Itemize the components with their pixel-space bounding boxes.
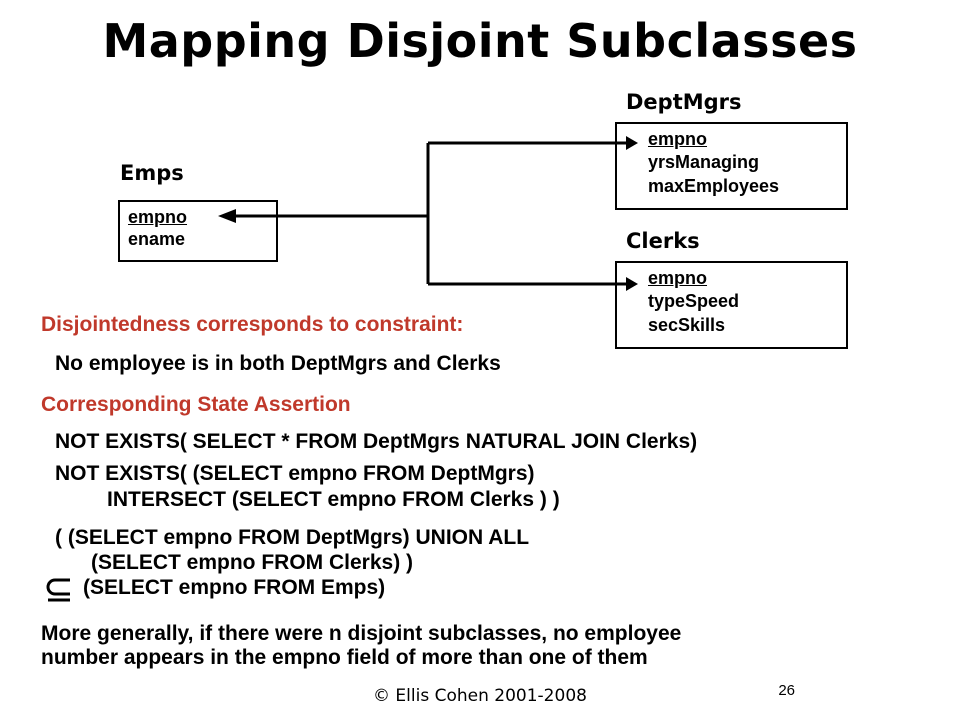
- emps-label: Emps: [120, 161, 184, 185]
- general-line-2: number appears in the empno field of mor…: [41, 646, 648, 669]
- clerks-pointer-icon: [626, 277, 638, 291]
- assertion-line-3c: (SELECT empno FROM Emps): [83, 576, 386, 599]
- clerks-label: Clerks: [626, 229, 700, 253]
- clerks-attr-secskills: secSkills: [648, 315, 726, 335]
- page-number: 26: [778, 682, 795, 699]
- assertion-line-2b: INTERSECT (SELECT empno FROM Clerks ) ): [107, 488, 560, 511]
- deptmgrs-attr-maxemployees: maxEmployees: [648, 176, 780, 196]
- constraint-statement: No employee is in both DeptMgrs and Cler…: [55, 352, 501, 375]
- constraint-heading: Disjointedness corresponds to constraint…: [41, 313, 464, 336]
- clerks-attr-typespeed: typeSpeed: [648, 291, 740, 311]
- deptmgrs-pointer-icon: [626, 136, 638, 150]
- deptmgrs-label: DeptMgrs: [626, 90, 742, 114]
- general-line-1: More generally, if there were n disjoint…: [41, 622, 682, 645]
- clerks-attr-empno: empno: [648, 268, 708, 288]
- deptmgrs-attr-yrsmanaging: yrsManaging: [648, 152, 760, 172]
- emps-attr-ename: ename: [128, 229, 186, 249]
- assertion-line-3b: (SELECT empno FROM Clerks) ): [91, 551, 414, 574]
- slide-title: Mapping Disjoint Subclasses: [102, 14, 858, 68]
- deptmgrs-box: empno yrsManaging maxEmployees: [615, 122, 848, 210]
- assertion-heading: Corresponding State Assertion: [41, 393, 351, 416]
- subset-or-equal-icon: [46, 578, 70, 602]
- emps-attr-empno: empno: [128, 207, 188, 227]
- copyright-footer: © Ellis Cohen 2001-2008: [373, 686, 587, 706]
- clerks-box: empno typeSpeed secSkills: [615, 261, 848, 349]
- assertion-line-1: NOT EXISTS( SELECT * FROM DeptMgrs NATUR…: [55, 430, 698, 453]
- deptmgrs-attr-empno: empno: [648, 129, 708, 149]
- emps-box: empno ename: [118, 200, 278, 262]
- assertion-line-3a: ( (SELECT empno FROM DeptMgrs) UNION ALL: [55, 526, 530, 549]
- emps-arrow-icon: [218, 209, 236, 223]
- assertion-line-2a: NOT EXISTS( (SELECT empno FROM DeptMgrs): [55, 462, 535, 485]
